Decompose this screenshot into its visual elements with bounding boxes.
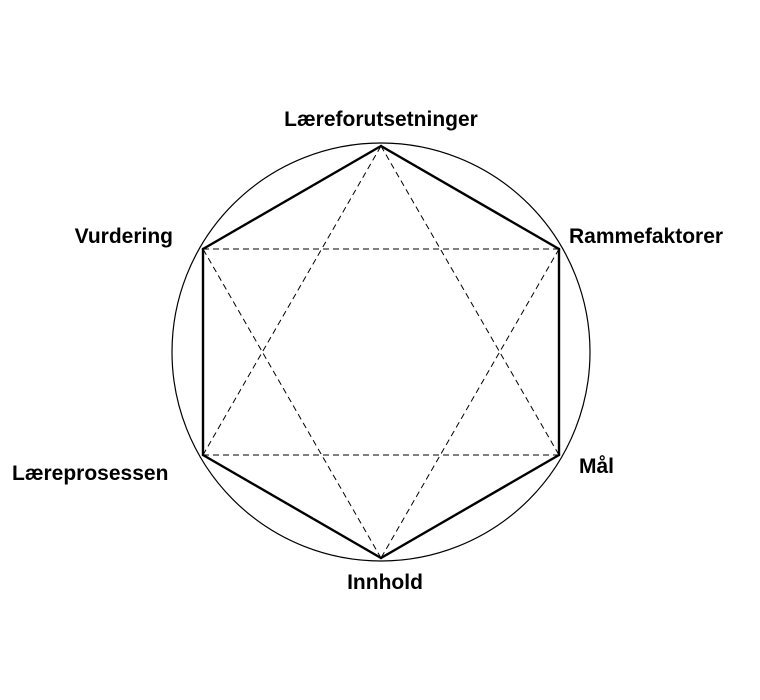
- hexagon-edge-innhold-laereprosessen: [201, 453, 383, 560]
- dashed-edge-innhold-vurdering: [202, 248, 382, 559]
- hexagon-edges: [201, 144, 561, 560]
- node-label-vurdering: Vurdering: [75, 225, 173, 248]
- dashed-triangles: [202, 145, 560, 559]
- hexagon-edge-maal-innhold: [379, 453, 561, 560]
- node-label-maal: Mål: [579, 455, 614, 478]
- dashed-edge-laereprosessen-laereforutsetninger: [202, 145, 382, 456]
- outer-circle: [171, 142, 591, 562]
- node-label-laereprosessen: Læreprosessen: [12, 462, 168, 485]
- dashed-edge-rammefaktorer-innhold: [380, 248, 560, 559]
- node-label-rammefaktorer: Rammefaktorer: [569, 225, 723, 248]
- node-label-innhold: Innhold: [347, 571, 423, 594]
- dashed-edge-laereforutsetninger-maal: [380, 145, 560, 456]
- node-label-laereforutsetninger: Læreforutsetninger: [284, 108, 478, 131]
- hexagon-edge-laereforutsetninger-rammefaktorer: [379, 144, 561, 251]
- hexagon-edge-vurdering-laereforutsetninger: [201, 144, 383, 251]
